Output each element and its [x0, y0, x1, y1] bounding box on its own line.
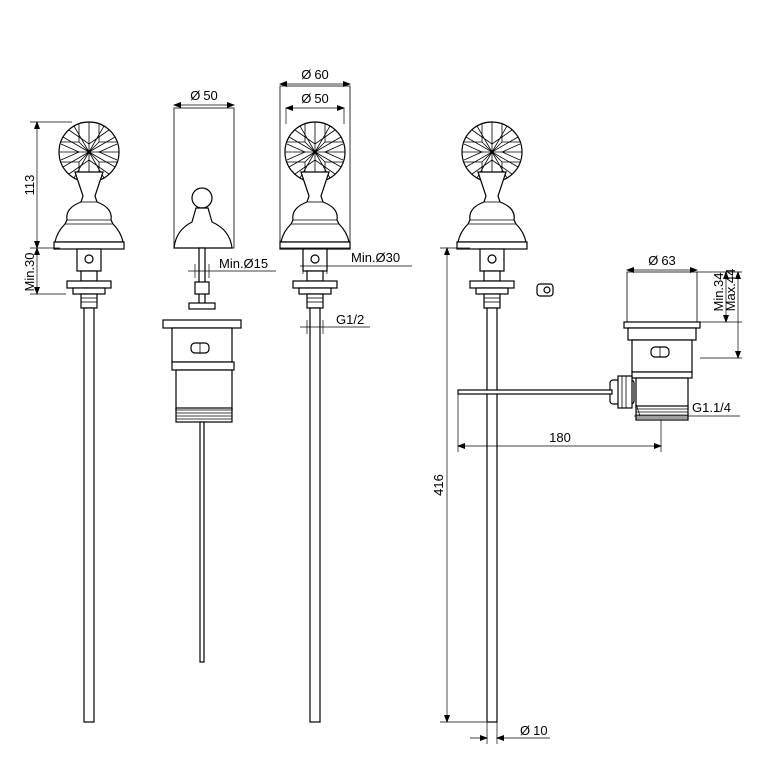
dim-min-d15: Min.Ø15 [219, 256, 268, 271]
dim-g114: G1.1/4 [692, 400, 731, 415]
dim-min30: Min.30 [22, 252, 37, 291]
dim-min34: Min.34 [711, 272, 726, 311]
dim-113: 113 [22, 175, 37, 196]
center-tap [279, 121, 351, 723]
right-drain [457, 271, 701, 421]
dim-max44: Max.44 [723, 269, 738, 312]
dim-g12: G1/2 [336, 312, 364, 327]
dim-416: 416 [431, 474, 446, 496]
left-tap [53, 121, 125, 723]
dim-min-d30: Min.Ø30 [351, 250, 400, 265]
right-tap [456, 121, 554, 723]
center-drain [162, 107, 242, 663]
left-dimensions: 113 Min.30 [22, 121, 72, 295]
dim-180: 180 [549, 430, 571, 445]
